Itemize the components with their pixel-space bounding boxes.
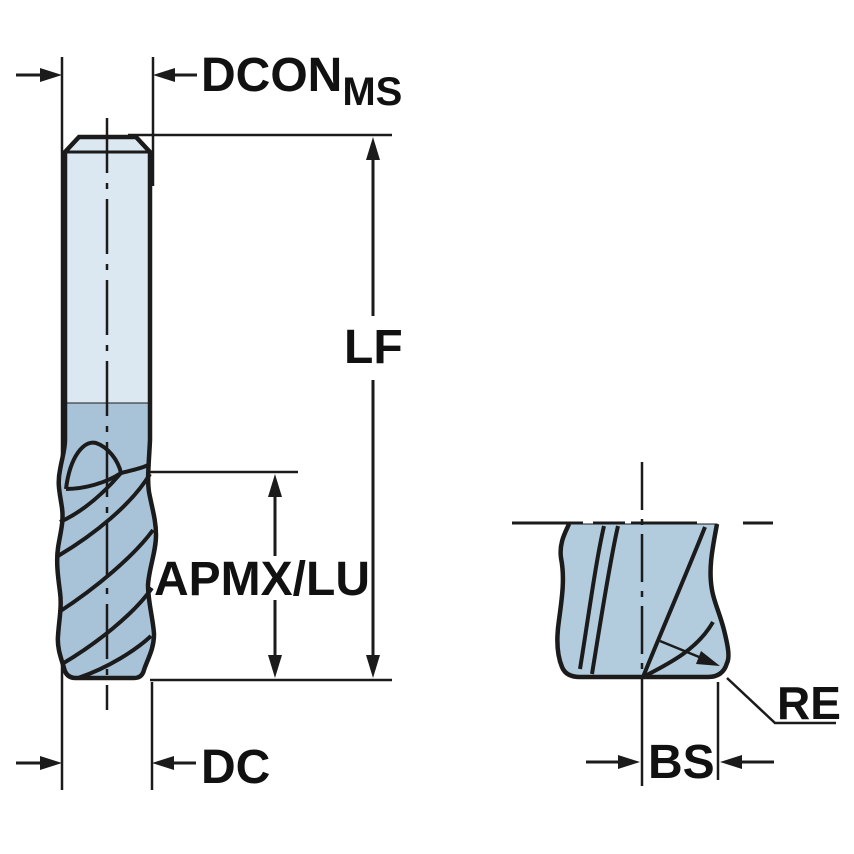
label-re: RE xyxy=(777,677,841,729)
label-dcon-main: DCON xyxy=(201,49,342,102)
label-bs: BS xyxy=(648,736,715,789)
lf-arrowhead-down xyxy=(366,655,380,678)
detail-body-outline xyxy=(555,523,731,680)
apmx-arrowhead-up xyxy=(268,474,282,497)
lf-arrowhead-up xyxy=(366,137,380,160)
dc-arrowhead-right xyxy=(152,756,174,770)
detail-flute-line-3 xyxy=(641,526,707,678)
bs-arrowhead-left xyxy=(618,755,640,769)
label-dc: DC xyxy=(201,741,270,794)
dcon-arrowhead-left xyxy=(40,68,62,82)
bs-arrowhead-right xyxy=(720,755,742,769)
flute-line-4 xyxy=(57,528,155,614)
flute-helix-lines xyxy=(56,440,155,680)
label-lf: LF xyxy=(344,321,403,374)
re-leader-line xyxy=(726,677,836,725)
end-mill-side-view xyxy=(55,57,392,790)
re-arrow-line xyxy=(659,639,705,661)
detail-flute-line-2 xyxy=(590,525,620,675)
detail-flute-lines xyxy=(578,525,715,679)
label-apmx-lu: APMX/LU xyxy=(154,553,370,606)
detail-facet-line xyxy=(642,620,715,679)
flute-runout-leaf xyxy=(64,440,124,491)
flute-line-6 xyxy=(77,634,153,680)
side-view-arrowheads xyxy=(40,68,380,770)
dimension-labels: DCONMS LF APMX/LU DC BS RE xyxy=(154,49,841,794)
diagram-root: DCONMS LF APMX/LU DC BS RE xyxy=(16,49,841,794)
detail-view-arrowheads xyxy=(618,651,742,769)
apmx-arrowhead-down xyxy=(268,655,282,678)
cutting-edge-detail-view xyxy=(512,462,836,786)
re-arrowhead xyxy=(696,651,720,666)
dc-arrowhead-left xyxy=(40,756,62,770)
label-dcon-ms: DCONMS xyxy=(201,49,402,114)
detail-flute-line-1 xyxy=(578,525,606,670)
flute-line-5 xyxy=(60,586,154,666)
dcon-arrowhead-right xyxy=(153,68,175,82)
flute-line-2 xyxy=(59,471,123,524)
label-dcon-subscript: MS xyxy=(342,70,402,114)
flute-line-3 xyxy=(56,472,152,558)
side-view-dimensions xyxy=(16,68,380,770)
